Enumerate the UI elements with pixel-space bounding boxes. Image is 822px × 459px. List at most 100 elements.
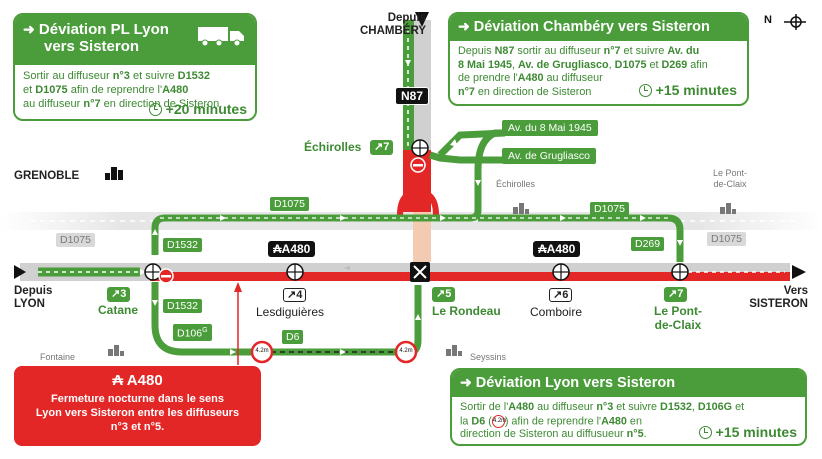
exit-7-name-l1: Le Pont- [654, 304, 702, 318]
box-text: de prendre l' [458, 72, 518, 84]
box-chambery-time: +15 minutes [638, 82, 737, 98]
exit-ref: n°7 [83, 98, 101, 110]
exit-icon: ↗ [668, 288, 678, 300]
motorway-icon: ₳ [112, 372, 124, 389]
d1075-grey-label-right: D1075 [707, 232, 746, 246]
exit-icon: ↗ [436, 288, 446, 300]
d1532-label: D1532 [163, 238, 202, 252]
road-ref: N87 [494, 45, 515, 57]
motorway-icon: ₳ [273, 242, 282, 256]
exit-6-num: 6 [562, 289, 569, 301]
d1075-label: D1075 [270, 197, 309, 211]
exit-7-badge: ↗7 [664, 287, 688, 302]
pont-de-claix-grey-l1: Le Pont- [712, 168, 748, 178]
box-pl-lyon-text: et suivre [129, 70, 178, 82]
road-ref: A480 [508, 401, 535, 413]
box-text: Depuis [458, 45, 495, 57]
time-value: +15 minutes [715, 424, 797, 440]
exit-7-echirolles-num: 7 [383, 141, 390, 153]
n87-green-lane [403, 20, 414, 210]
height-limit-icon: 4.2m [491, 414, 506, 428]
a480-text: A480 [546, 242, 576, 256]
depuis-chambery-label: Depuis CHAMBÉRY [360, 12, 426, 38]
road-ref: D1532 [660, 401, 692, 413]
exit-ref: n°5 [626, 428, 644, 441]
exit-ref: n°3 [112, 70, 130, 82]
height-limit-icon: 4.2m [399, 348, 413, 354]
closure-box: ₳ A480 Fermeture nocturne dans le sens L… [14, 366, 261, 446]
arrow-right-icon: ➜ [458, 18, 470, 34]
time-value: +15 minutes [655, 82, 737, 98]
box-text: et [646, 58, 662, 71]
depuis-lyon-label: Depuis LYON [14, 285, 52, 311]
pont-de-claix-grey-l2: de-Claix [713, 179, 747, 189]
grenoble-label: GRENOBLE [14, 170, 80, 182]
road-ref: D1075 [35, 84, 68, 96]
clock-icon [638, 83, 652, 97]
truck-icon [198, 27, 244, 47]
exit-7-echirolles-name: Échirolles [304, 140, 362, 154]
road-ref: D1075 [614, 58, 647, 71]
d106g-text: D106 [177, 327, 203, 340]
height-limit-icon: 4.2m [255, 348, 269, 354]
road-ref: D269 [661, 58, 688, 71]
box-text: en direction de Sisteron [474, 85, 592, 98]
closure-line: Fermeture nocturne dans le sens [51, 393, 224, 405]
box-text: Sortir de l' [460, 401, 509, 413]
box-pl-lyon-text: en direction de Sisteron. [100, 98, 223, 110]
closure-line: n°3 et n°5. [110, 421, 165, 433]
clock-icon [698, 425, 712, 439]
box-pl-lyon-time: +20 minutes [148, 101, 247, 117]
box-lyon-vers-sisteron: ➜ Déviation Lyon vers Sisteron Sortir de… [450, 368, 807, 446]
exit-7-num: 7 [677, 288, 684, 300]
depuis-chambery-l2: CHAMBÉRY [360, 25, 427, 37]
a480-shield-left: ₳A480 [268, 241, 316, 257]
box-pl-lyon-text: et [23, 84, 36, 96]
city-icon [108, 203, 736, 356]
road-ref: D6 [471, 414, 486, 427]
box-text: au diffuseur [534, 401, 597, 413]
d269-label: D269 [631, 237, 665, 251]
exit-5-badge: ↗5 [432, 287, 456, 302]
box-pl-lyon-title-l1: Déviation PL Lyon [38, 21, 169, 38]
box-pl-lyon-text: afin de reprendre l' [67, 84, 163, 96]
exit-5-name: Le Rondeau [432, 304, 501, 318]
seyssins-label: Seyssins [470, 352, 507, 362]
n87-shield: N87 [395, 87, 430, 105]
box-text: et suivre [613, 401, 661, 413]
exit-7-name-l2: de-Claix [654, 318, 702, 332]
exit-icon: ↗ [111, 288, 121, 300]
exit-icon: ↗ [553, 289, 563, 301]
exit-ref: n°3 [596, 401, 614, 413]
clock-icon [148, 102, 162, 116]
box-text: , [691, 401, 698, 413]
compass-north-label: N [764, 14, 772, 26]
box-text: sortir au diffuseur [514, 45, 604, 57]
box-chambery-title: Déviation Chambéry vers Sisteron [473, 19, 710, 35]
d1075-label-right: D1075 [590, 202, 629, 216]
box-text: , [608, 58, 615, 71]
d106g-sup: G [202, 327, 208, 334]
exit-3-name: Catane [98, 303, 139, 317]
exit-5-num: 5 [445, 288, 452, 300]
fontaine-label: Fontaine [40, 352, 76, 362]
road-ref: D106G [697, 401, 733, 413]
d106g-label: D106G [173, 324, 212, 341]
vers-sisteron-l1: Vers [783, 285, 808, 297]
arrow-right-icon: ➜ [23, 21, 35, 37]
av-grugliasco-label: Av. de Grugliasco [502, 148, 596, 164]
depuis-lyon-l1: Depuis [14, 285, 53, 297]
motorway-icon: ₳ [538, 242, 547, 256]
exit-icon: ↗ [287, 289, 297, 301]
box-chambery-vers-sisteron: ➜ Déviation Chambéry vers Sisteron Depui… [448, 12, 749, 106]
exit-ref: n°7 [603, 45, 621, 57]
exit-4-name: Lesdiguières [256, 305, 325, 319]
box-pl-lyon-text: au diffuseur [23, 98, 84, 110]
av-8-mai-1945-label: Av. du 8 Mai 1945 [502, 120, 598, 136]
closure-title: ₳ A480 [14, 372, 261, 389]
arrow-right-icon: ➜ [460, 374, 472, 390]
vers-sisteron-label: Vers SISTERON [738, 285, 808, 311]
box-text: et [732, 401, 745, 413]
